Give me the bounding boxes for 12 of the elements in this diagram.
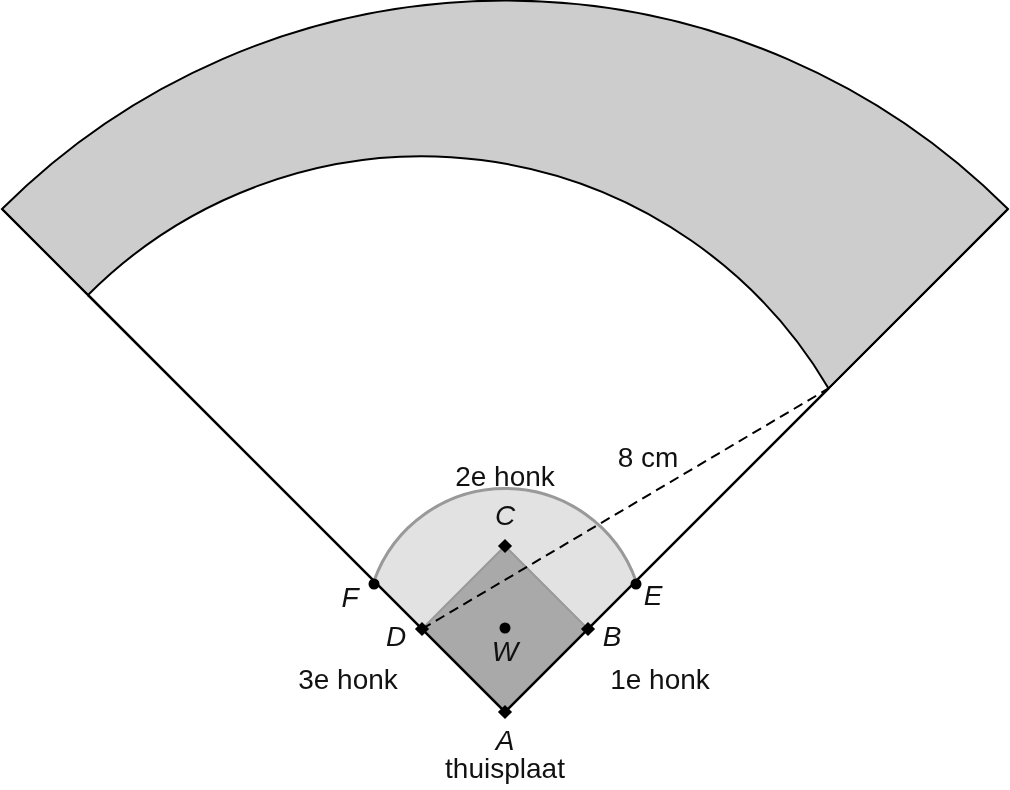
point-label: F — [341, 584, 359, 612]
point-label: C — [494, 502, 516, 530]
point-label: D — [385, 623, 407, 651]
base-label: thuisplaat — [445, 755, 565, 783]
base-label: 3e honk — [298, 666, 398, 694]
point-label: E — [643, 582, 663, 610]
point-label: W — [491, 638, 519, 666]
point-label: B — [602, 623, 622, 651]
base-label: 2e honk — [455, 463, 555, 491]
base-label: 1e honk — [610, 666, 710, 694]
length-label: 8 cm — [617, 444, 679, 472]
point-label: A — [495, 727, 515, 755]
